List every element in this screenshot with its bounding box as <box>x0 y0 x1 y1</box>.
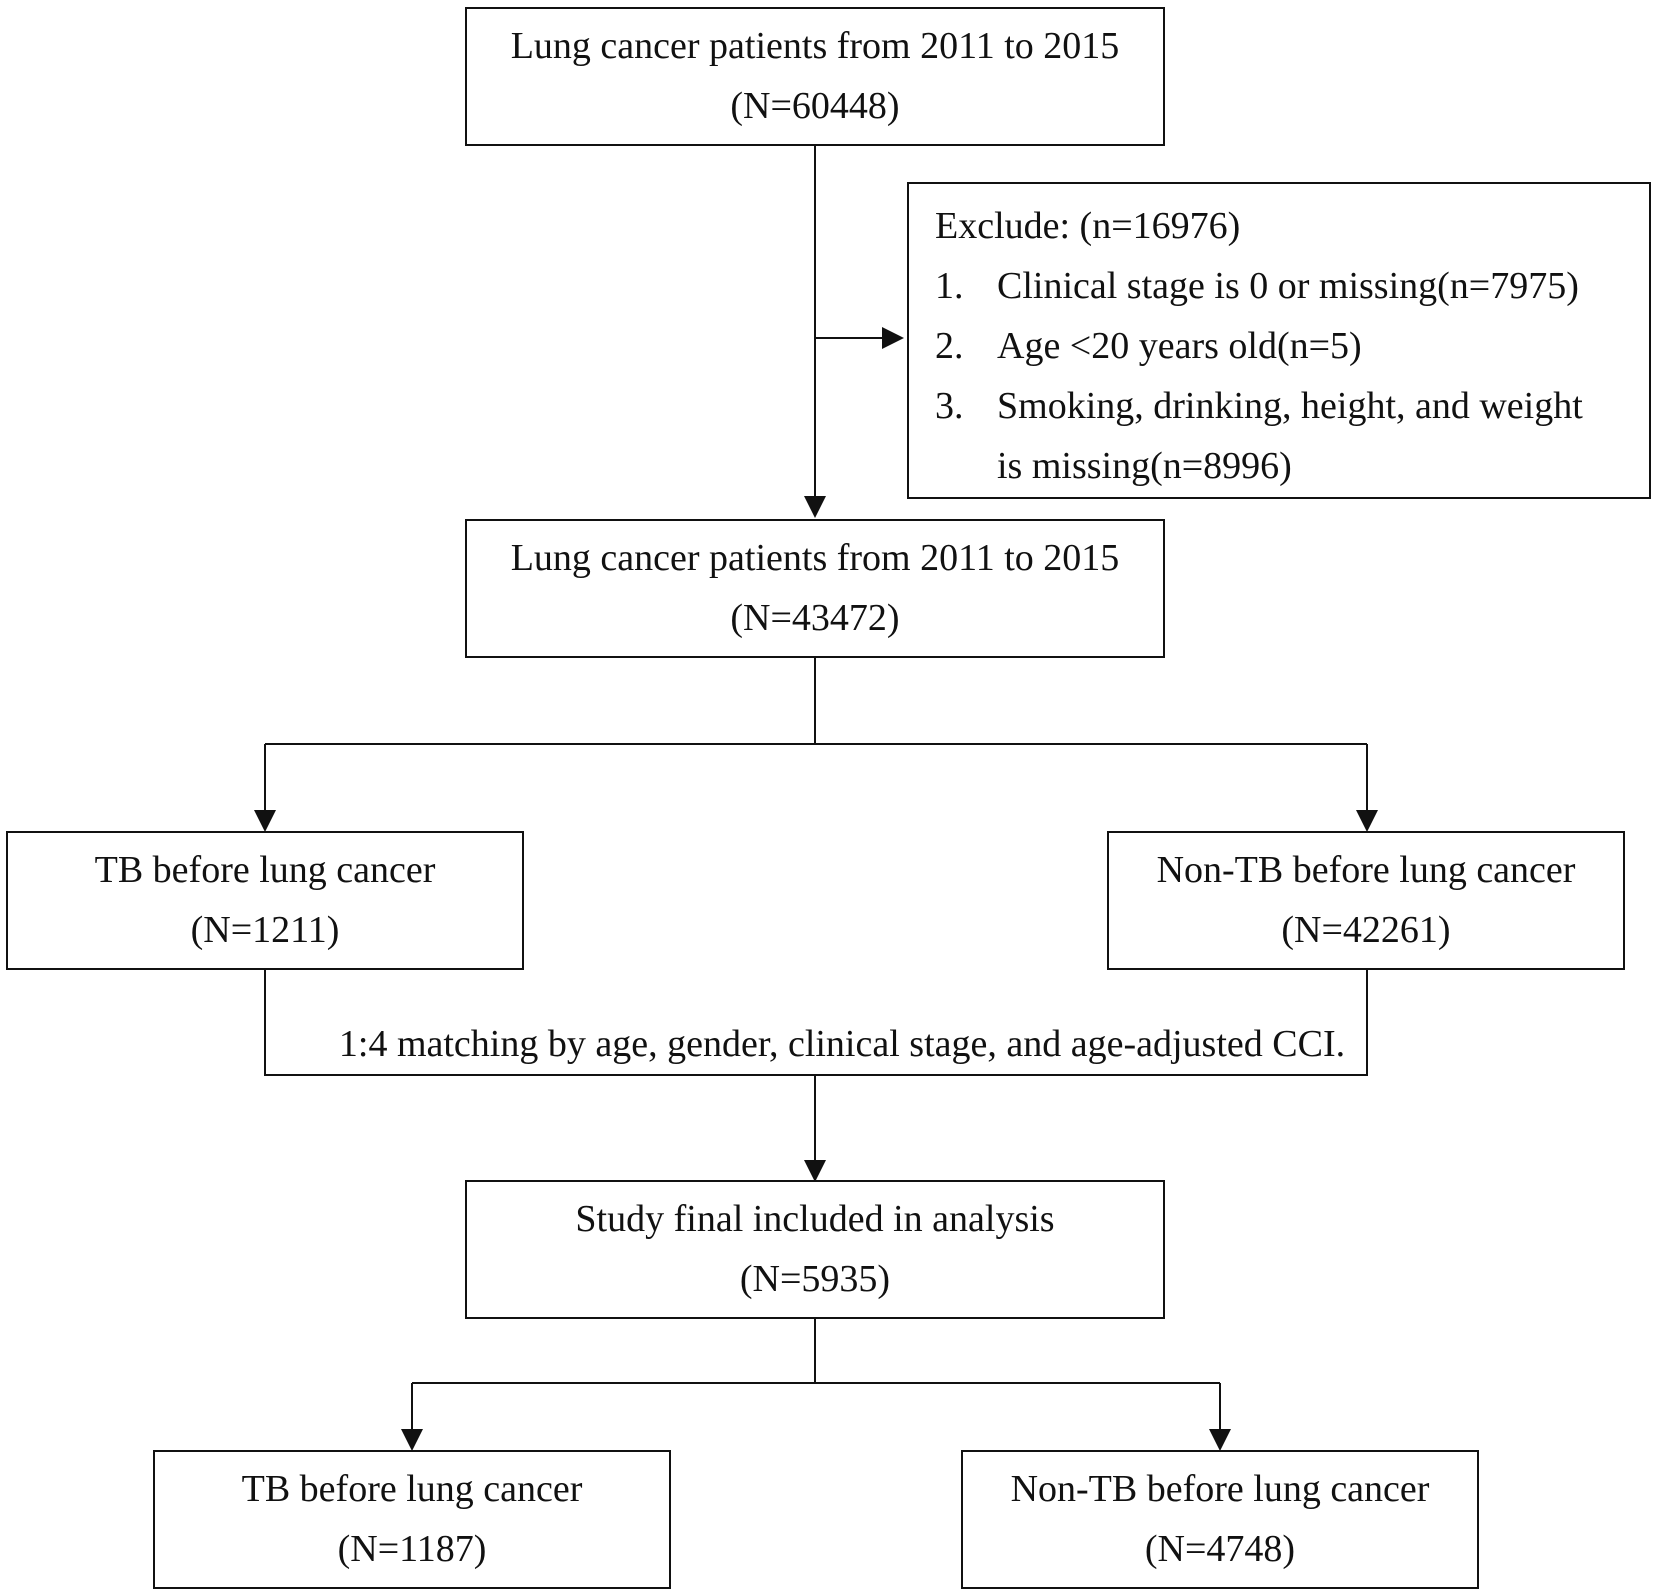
initial-cohort-box: Lung cancer patients from 2011 to 2015 (… <box>465 7 1165 146</box>
exclusion-item-text: Age <20 years old(n=5) <box>997 325 1362 367</box>
exclusion-item-continuation: is missing(n=8996) <box>997 445 1292 487</box>
tb-before-box: TB before lung cancer (N=1211) <box>6 831 524 970</box>
non-tb-before-box: Non-TB before lung cancer (N=42261) <box>1107 831 1625 970</box>
non-tb-final-box: Non-TB before lung cancer (N=4748) <box>961 1450 1479 1589</box>
non-tb-before-title: Non-TB before lung cancer <box>1156 849 1576 891</box>
exclusion-item: 1. Clinical stage is 0 or missing(n=7975… <box>935 256 1649 316</box>
exclusion-item-number: 1. <box>935 265 964 307</box>
non-tb-before-count: (N=42261) <box>1281 909 1451 951</box>
exclusion-item-number: 2. <box>935 325 964 367</box>
exclusion-item-text: Smoking, drinking, height, and weight <box>997 385 1583 427</box>
initial-cohort-title: Lung cancer patients from 2011 to 2015 <box>510 25 1120 67</box>
tb-final-title: TB before lung cancer <box>241 1468 583 1510</box>
final-cohort-box: Study final included in analysis (N=5935… <box>465 1180 1165 1319</box>
initial-cohort-count: (N=60448) <box>730 85 900 127</box>
tb-final-box: TB before lung cancer (N=1187) <box>153 1450 671 1589</box>
non-tb-final-title: Non-TB before lung cancer <box>1010 1468 1430 1510</box>
eligible-cohort-count: (N=43472) <box>730 597 900 639</box>
matching-label: 1:4 matching by age, gender, clinical st… <box>338 1023 1346 1065</box>
final-cohort-title: Study final included in analysis <box>575 1198 1055 1240</box>
tb-before-title: TB before lung cancer <box>94 849 436 891</box>
exclusion-header: Exclude: (n=16976) <box>935 205 1241 247</box>
exclusion-item: 3. Smoking, drinking, height, and weight <box>935 376 1649 436</box>
exclusion-item-number: 3. <box>935 385 964 427</box>
final-cohort-count: (N=5935) <box>739 1258 891 1300</box>
eligible-cohort-box: Lung cancer patients from 2011 to 2015 (… <box>465 519 1165 658</box>
non-tb-final-count: (N=4748) <box>1144 1528 1296 1570</box>
tb-final-count: (N=1187) <box>337 1528 487 1570</box>
tb-before-count: (N=1211) <box>190 909 340 951</box>
exclusion-item-text: Clinical stage is 0 or missing(n=7975) <box>997 265 1579 307</box>
exclusion-item: 2. Age <20 years old(n=5) <box>935 316 1649 376</box>
eligible-cohort-title: Lung cancer patients from 2011 to 2015 <box>510 537 1120 579</box>
exclusion-box: Exclude: (n=16976) 1. Clinical stage is … <box>907 182 1651 499</box>
